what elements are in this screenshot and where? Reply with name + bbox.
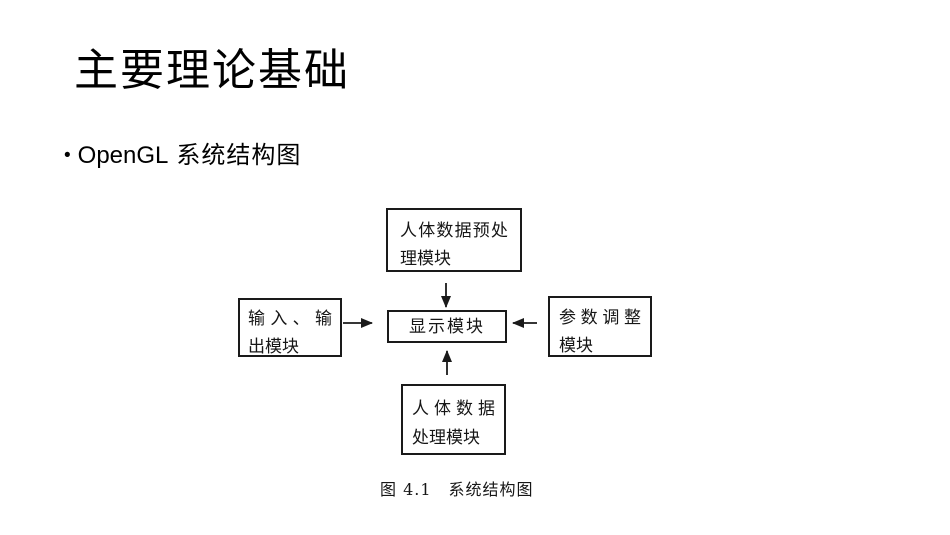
diagram-box-preprocessing-module: 人体数据预处 理模块 bbox=[386, 208, 522, 272]
box-text-line: 输入、输 bbox=[248, 309, 332, 329]
system-structure-diagram: 人体数据预处 理模块 输入、输 出模块 显示模块 参数调整 模块 人体数据 处理… bbox=[230, 195, 670, 495]
bullet-icon: • bbox=[64, 145, 71, 166]
diagram-box-display-module: 显示模块 bbox=[387, 310, 507, 343]
diagram-box-io-module: 输入、输 出模块 bbox=[238, 298, 342, 357]
figure-caption: 图 4.1 系统结构图 bbox=[380, 480, 534, 499]
bullet-item: • OpenGL 系统结构图 bbox=[64, 141, 301, 170]
box-text-line: 模块 bbox=[559, 336, 593, 356]
box-text-line: 显示模块 bbox=[409, 316, 485, 337]
box-text-line: 人体数据预处 bbox=[400, 221, 508, 241]
diagram-box-data-processing-module: 人体数据 处理模块 bbox=[401, 384, 506, 455]
box-text-line: 人体数据 bbox=[412, 399, 495, 419]
bullet-text-cjk: 系统结构图 bbox=[176, 141, 302, 169]
bullet-text-latin: OpenGL bbox=[77, 142, 169, 169]
box-text-line: 处理模块 bbox=[412, 428, 480, 448]
box-text-line: 出模块 bbox=[248, 337, 299, 357]
box-text-line: 理模块 bbox=[400, 249, 451, 269]
slide-title: 主要理论基础 bbox=[74, 45, 350, 96]
box-text-line: 参数调整 bbox=[559, 308, 641, 328]
diagram-box-parameter-adjust-module: 参数调整 模块 bbox=[548, 296, 652, 357]
